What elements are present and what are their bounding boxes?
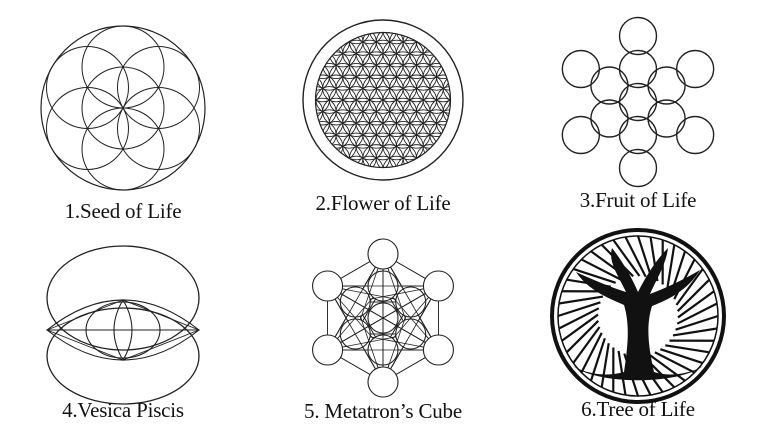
- cube-line: [340, 357, 371, 375]
- fruit-circle: [618, 148, 658, 188]
- label-seed-of-life: 1.Seed of Life: [64, 199, 182, 223]
- label-tree-of-life: 6.Tree of Life: [581, 397, 695, 421]
- seed-circle: [117, 87, 201, 170]
- fruit-circle: [618, 115, 658, 155]
- cube-line: [340, 293, 426, 343]
- knot-strand: [676, 278, 711, 312]
- cube-line: [387, 316, 407, 368]
- knot-strand: [672, 327, 718, 337]
- label-vesica-piscis: 4.Vesica Piscis: [62, 398, 184, 422]
- flower-circle: [342, 155, 371, 168]
- vesica-piscis-figure: [45, 245, 201, 405]
- label-flower-of-life: 2.Flower of Life: [315, 191, 451, 215]
- fruit-circle: [590, 66, 629, 105]
- fruit-of-life-figure: [561, 16, 715, 188]
- cube-line: [342, 288, 397, 300]
- outer-circle: [302, 19, 464, 181]
- flower-circle: [429, 74, 451, 103]
- cube-line: [337, 297, 374, 339]
- knot-strand: [665, 344, 710, 354]
- knot-strand: [677, 290, 715, 319]
- cube-line: [387, 268, 407, 320]
- knot-strand: [589, 337, 606, 382]
- tree-of-life-figure: [550, 228, 726, 404]
- inner-boundary-circle: [314, 31, 452, 169]
- fruit-circle: [561, 115, 601, 155]
- fruit-circle: [618, 49, 658, 89]
- flower-circle: [442, 74, 451, 103]
- flower-circle: [355, 155, 384, 168]
- flower-circle: [342, 32, 371, 45]
- cube-line: [395, 357, 426, 375]
- knot-strand: [580, 332, 603, 374]
- cube-circle: [367, 366, 399, 398]
- knot-strand: [580, 258, 622, 281]
- fruit-circle: [618, 82, 658, 122]
- knot-strand: [572, 326, 601, 364]
- knot-strand: [561, 313, 599, 342]
- knot-strand: [666, 244, 676, 289]
- flower-circle: [382, 155, 411, 168]
- knot-strand: [572, 267, 617, 284]
- fruit-circle: [675, 115, 715, 155]
- flower-circle: [395, 155, 424, 168]
- knot-strand: [659, 348, 704, 365]
- knot-strand: [612, 239, 641, 277]
- cube-circle: [422, 270, 454, 302]
- metatrons-cube-figure: [312, 238, 454, 398]
- knot-strand: [617, 350, 627, 396]
- fruit-circle: [675, 49, 715, 89]
- knot-strand: [676, 302, 718, 325]
- flower-circle: [369, 32, 397, 45]
- knot-strand: [565, 320, 600, 354]
- flower-circle: [429, 97, 451, 126]
- cube-line: [390, 298, 432, 370]
- knot-strand: [624, 236, 647, 278]
- cube-line: [342, 336, 397, 348]
- flower-circle: [442, 97, 451, 126]
- flower-circle: [369, 155, 397, 168]
- knot-strand: [675, 314, 719, 331]
- knot-strand: [600, 343, 610, 388]
- outer-ring: [550, 228, 726, 404]
- cube-circle: [312, 334, 344, 366]
- cube-circle: [367, 238, 399, 270]
- upper-ellipse: [46, 245, 200, 351]
- fruit-circle: [618, 16, 658, 56]
- flower-circle: [355, 32, 384, 45]
- flower-circle: [395, 32, 424, 45]
- fruit-circle: [647, 66, 686, 105]
- knot-strand: [675, 268, 704, 306]
- lower-ellipse: [46, 307, 200, 405]
- cube-line: [340, 261, 371, 279]
- cube-circle: [312, 270, 344, 302]
- flower-of-life-figure: [302, 19, 464, 181]
- cube-circle: [422, 334, 454, 366]
- cube-line: [395, 261, 426, 279]
- fruit-circle: [590, 99, 629, 138]
- knot-strand: [654, 351, 696, 374]
- fruit-circle: [561, 49, 601, 89]
- fruit-circle: [647, 99, 686, 138]
- seed-of-life-figure: [40, 25, 206, 191]
- knot-strand: [648, 353, 686, 382]
- knot-strand: [558, 295, 604, 305]
- label-metatrons-cube: 5. Metatron’s Cube: [304, 399, 462, 423]
- knot-strand: [558, 307, 600, 330]
- tree-silhouette: [573, 248, 703, 381]
- rhombus: [45, 299, 201, 361]
- knot-strand: [557, 301, 601, 318]
- seed-circle: [117, 46, 201, 129]
- label-fruit-of-life: 3.Fruit of Life: [579, 188, 697, 212]
- flower-circle: [382, 32, 411, 45]
